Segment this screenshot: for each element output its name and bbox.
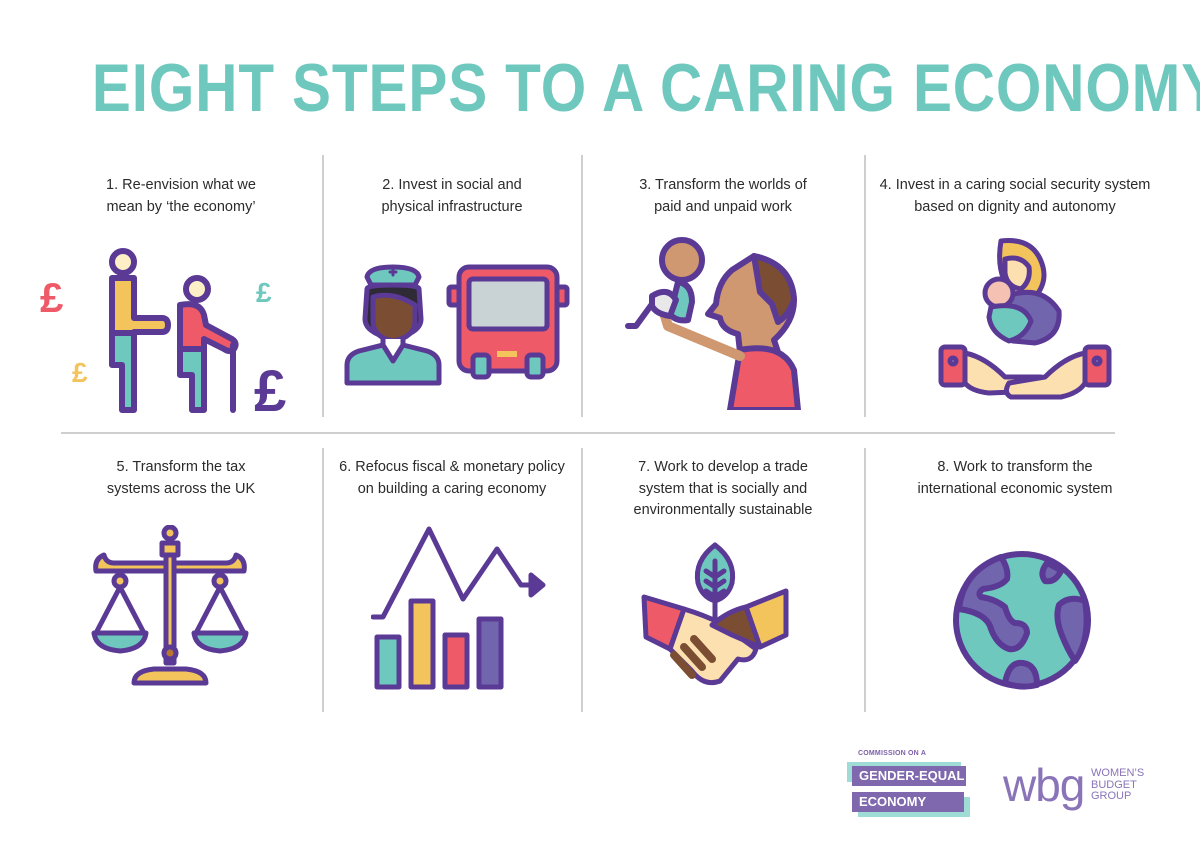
divider-vertical [864, 448, 866, 712]
divider-vertical [322, 448, 324, 712]
bar-chart-trend-icon [371, 526, 546, 690]
wbg-wordmark: wbg [1003, 759, 1085, 811]
divider-vertical [322, 155, 324, 417]
step-8: 8. Work to transform the international e… [865, 457, 1165, 712]
wbg-name: WOMEN’S BUDGET GROUP [1091, 767, 1145, 802]
step-7: 7. Work to develop a trade system that i… [582, 457, 864, 712]
svg-text:£: £ [72, 357, 88, 388]
carer-and-elderly-with-pounds-icon: £ £ £ £ [40, 248, 286, 415]
globe-icon [953, 551, 1091, 690]
step-caption: 5. Transform the tax systems across the … [106, 459, 256, 497]
divider-vertical [864, 155, 866, 417]
logo-line-economy: ECONOMY [852, 792, 964, 812]
father-lifting-baby-icon [625, 237, 801, 410]
nurse-and-bus-icon [344, 264, 570, 386]
commission-gender-equal-economy-logo: COMMISSION ON A GENDER-EQUAL ECONOMY [846, 748, 976, 826]
step-1: 1. Re-envision what we mean by ‘the econ… [40, 175, 322, 415]
page-title: EIGHT STEPS TO A CARING ECONOMY [91, 50, 1200, 126]
hands-holding-mother-child-icon [938, 238, 1112, 400]
womens-budget-group-logo: wbg WOMEN’S BUDGET GROUP [1003, 760, 1163, 820]
step-caption: 4. Invest in a caring social security sy… [879, 177, 1151, 215]
handshake-leaf-icon [641, 542, 789, 686]
step-3: 3. Transform the worlds of paid and unpa… [582, 175, 864, 415]
balance-scale-icon [91, 525, 249, 686]
step-caption: 7. Work to develop a trade system that i… [633, 459, 813, 518]
step-5: 5. Transform the tax systems across the … [40, 457, 322, 712]
step-caption: 8. Work to transform the international e… [917, 459, 1113, 497]
step-caption: 3. Transform the worlds of paid and unpa… [639, 177, 807, 215]
step-4: 4. Invest in a caring social security sy… [865, 175, 1165, 415]
svg-text:£: £ [254, 359, 286, 415]
step-caption: 6. Refocus fiscal & monetary policy on b… [339, 459, 565, 497]
step-6: 6. Refocus fiscal & monetary policy on b… [323, 457, 581, 712]
divider-vertical [581, 448, 583, 712]
step-caption: 2. Invest in social and physical infrast… [381, 177, 523, 215]
step-2: 2. Invest in social and physical infrast… [323, 175, 581, 415]
divider-vertical [581, 155, 583, 417]
step-caption: 1. Re-envision what we mean by ‘the econ… [106, 177, 256, 215]
logo-line-gender-equal: GENDER-EQUAL [852, 766, 966, 786]
divider-horizontal [61, 432, 1115, 434]
svg-text:£: £ [40, 274, 63, 321]
svg-text:£: £ [256, 277, 272, 308]
